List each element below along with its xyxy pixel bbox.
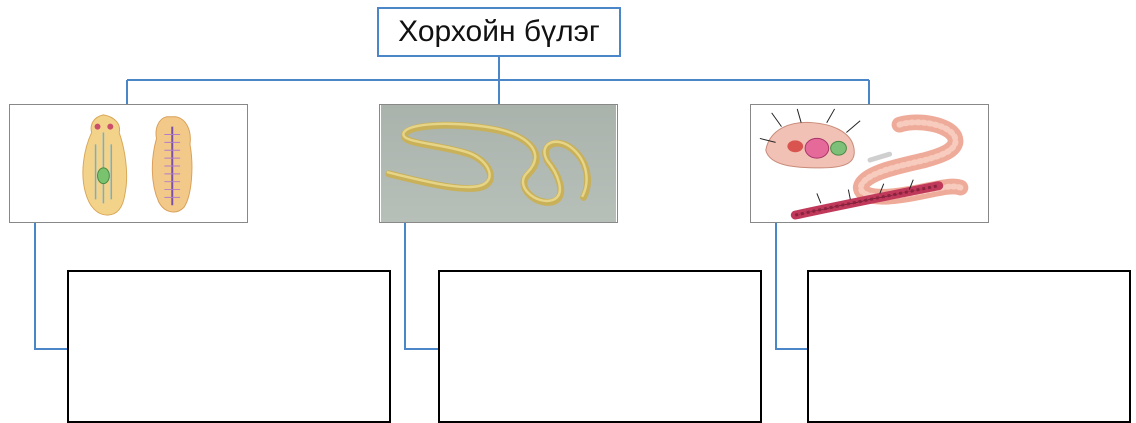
- diagram-title-box: Хорхойн бүлэг: [377, 7, 621, 57]
- roundworm-image: [379, 104, 618, 223]
- earthworm-image: [750, 104, 989, 223]
- roundworm-illustration: [381, 105, 616, 222]
- answer-box-2[interactable]: [438, 270, 762, 423]
- flatworm-image: [9, 104, 248, 223]
- earthworm-illustration: [752, 105, 987, 222]
- flatworm-illustration: [11, 105, 246, 222]
- answer-box-1[interactable]: [67, 270, 391, 423]
- answer-box-3[interactable]: [807, 270, 1131, 423]
- diagram-title: Хорхойн бүлэг: [398, 15, 600, 48]
